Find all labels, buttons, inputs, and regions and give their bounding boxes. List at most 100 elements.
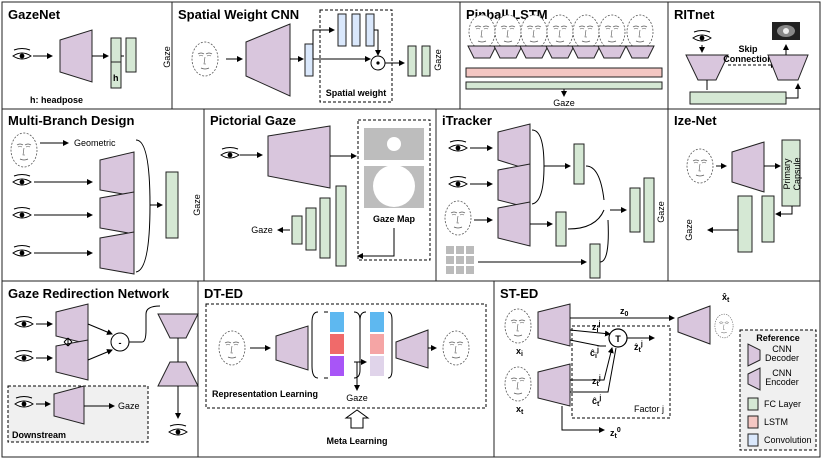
gaze-output-label: Gaze (433, 49, 443, 71)
downstream-label: Downstream (12, 430, 66, 440)
cnn-decoder-block (157, 361, 199, 387)
ritnet-title: RITnet (674, 7, 715, 22)
swcnn-title: Spatial Weight CNN (178, 7, 299, 22)
latent-code-bars (330, 312, 384, 376)
conv-block (351, 13, 361, 47)
panel-itracker: iTracker Gaze (442, 113, 666, 279)
eye-merge-brace (531, 129, 545, 205)
xi-label: xi (516, 346, 523, 358)
face-image (444, 200, 472, 236)
face-grid-icon (446, 246, 474, 274)
gaze-output-label: Gaze (684, 219, 694, 241)
cnn-encoder-block (99, 191, 135, 235)
conv-block (337, 13, 347, 47)
cnn-encoder-block (731, 141, 765, 193)
panel-gaze-redirection: Gaze Redirection Network - Gaze Downstre… (7, 286, 199, 443)
eye-icon (14, 350, 34, 362)
legend-decoder-icon (747, 343, 761, 367)
primary-capsule-block (781, 139, 801, 207)
rotation-t-symbol: T (615, 334, 621, 344)
legend-fc-label: FC Layer (764, 399, 801, 409)
representation-learning-label: Representation Learning (212, 389, 318, 399)
panel-ize-net: Ize-Net PrimaryCapsule Gaze (674, 113, 802, 253)
ct-label: ĉtj (592, 395, 601, 408)
encoder-row (467, 45, 655, 59)
gaze-output-label: Gaze (162, 46, 172, 68)
redirect-title: Gaze Redirection Network (8, 286, 170, 301)
panel-pinball-lstm: Pinball LSTM Gaze (465, 7, 663, 108)
panel-gazenet: GazeNet h h: headpose Gaze (8, 7, 172, 105)
fc-layer-block (407, 45, 417, 77)
panel-pictorial-gaze: Pictorial Gaze Gaze Map Gaze (210, 113, 431, 267)
cnn-encoder-block (497, 123, 531, 171)
panel-dt-ed: DT-ED Representation Learning Gaze Meta … (204, 286, 487, 446)
geometric-label: Geometric (74, 138, 116, 148)
zt-label: ztj (592, 375, 601, 388)
gaze-output-label: Gaze (192, 194, 202, 216)
panel-st-ed: ST-ED xi xt z0 zij ĉij T ẑtj ztj ĉtj Fac… (500, 286, 734, 440)
dted-title: DT-ED (204, 286, 243, 301)
panel-multi-branch: Multi-Branch Design Geometric Gaze (8, 113, 202, 275)
xhat-label: x̂t (722, 292, 730, 304)
fc-layer-block (165, 171, 179, 239)
fc-layer-block (643, 177, 655, 243)
eye-icon (12, 207, 32, 219)
ci-label: ĉij (590, 347, 599, 360)
eye-icon (448, 176, 468, 188)
face-sequence (468, 14, 496, 50)
gaze-map-label: Gaze Map (373, 214, 416, 224)
gazenet-title: GazeNet (8, 7, 61, 22)
face-image (10, 132, 38, 168)
meta-learning-arrow (344, 409, 370, 429)
sted-title: ST-ED (500, 286, 538, 301)
cnn-encoder-block (685, 54, 729, 81)
headpose-block (110, 61, 122, 89)
meta-learning-label: Meta Learning (326, 436, 387, 446)
fc-layer-block (573, 143, 585, 185)
eye-icon (448, 140, 468, 152)
cnn-decoder-block (767, 54, 809, 81)
cnn-encoder-block (55, 303, 89, 345)
lstm-block (465, 67, 663, 78)
eye-icon (12, 48, 32, 60)
spatial-weight-label: Spatial weight (326, 88, 387, 98)
cnn-encoder-block (245, 23, 291, 97)
cnn-encoder-block (99, 231, 135, 275)
eye-icon (168, 424, 188, 436)
conv-block (365, 13, 375, 47)
fc-layer-block (689, 91, 787, 105)
fc-layer-block (465, 81, 663, 90)
fc-layer-block (421, 45, 431, 77)
legend-lstm-icon (747, 415, 759, 429)
face-image (191, 41, 219, 77)
multibranch-title: Multi-Branch Design (8, 113, 134, 128)
fc-layer-block (737, 195, 753, 253)
dted-box (205, 303, 487, 409)
cnn-encoder-block (275, 325, 309, 371)
cnn-decoder-block (677, 305, 711, 345)
face-image (504, 366, 532, 402)
zt-hat-label: ẑtj (634, 341, 643, 354)
conv-block (304, 43, 314, 77)
fc-layer-block (629, 187, 641, 233)
fc-layer-block (305, 207, 317, 251)
panel-spatial-weight-cnn: Spatial Weight CNN Spatial weight Gaze (178, 7, 443, 103)
fc-layer-block (555, 211, 567, 247)
fc-layer-block (761, 195, 775, 243)
fc-layer-block (335, 185, 347, 267)
face-image (714, 313, 734, 339)
fc-layer-block (291, 215, 303, 245)
eye-icon (14, 316, 34, 328)
face-image (218, 330, 246, 366)
gaze-output-label: Gaze (118, 401, 140, 411)
cnn-encoder-block (537, 363, 571, 407)
merge-brace (135, 139, 151, 273)
factor-j-label: Factor j (634, 404, 664, 414)
subtract-symbol: - (119, 338, 122, 348)
eye-icon (12, 245, 32, 257)
